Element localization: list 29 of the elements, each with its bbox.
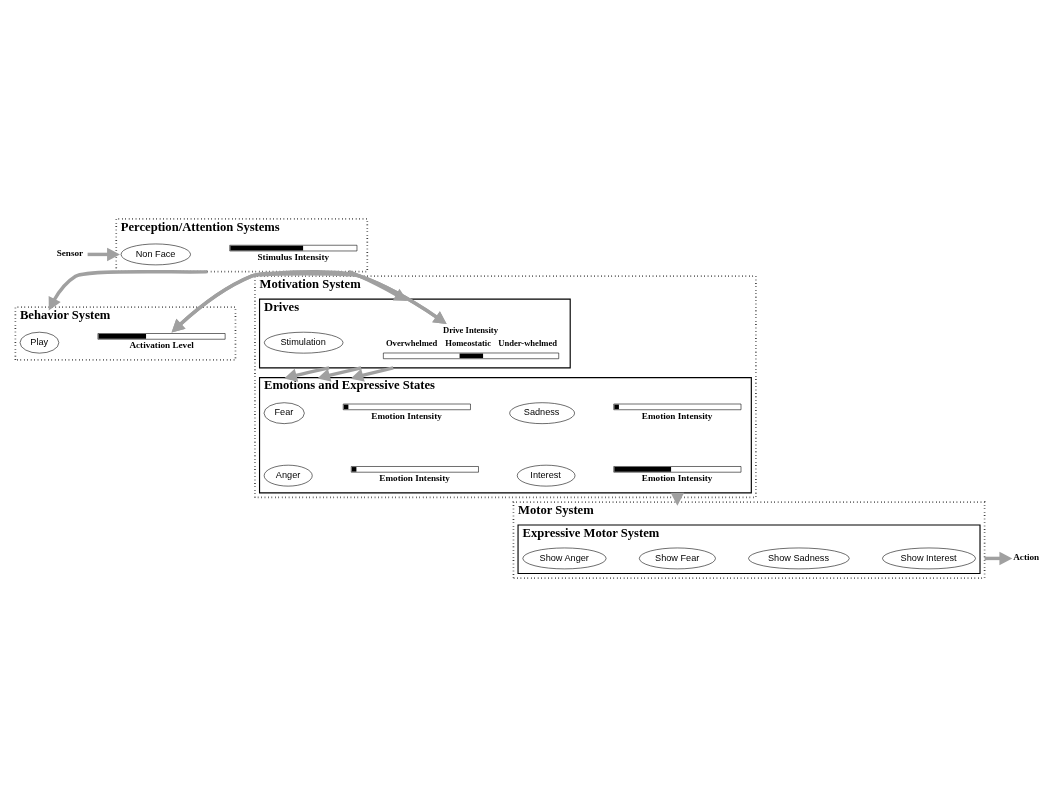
node-label: Emotion Intensity — [641, 410, 713, 421]
arrow — [87, 247, 120, 261]
node-ellipse: Show Interest — [882, 547, 976, 569]
node-label: Activation Level — [129, 339, 194, 350]
node-label: Overwhelmed — [385, 337, 438, 348]
arrow — [48, 269, 208, 310]
node-ellipse: Fear — [263, 401, 305, 424]
node-text: Action — [1013, 551, 1040, 562]
node-ellipse: Show Anger — [522, 547, 607, 569]
node-ellipse: Interest — [516, 464, 576, 486]
node-label: Homeostatic — [445, 337, 491, 348]
node-label: Emotion Intensity — [379, 472, 450, 483]
node-ellipse: Show Fear — [639, 547, 716, 569]
arrow — [317, 365, 362, 382]
node-ellipse: Show Sadness — [748, 547, 850, 569]
arrow — [284, 365, 330, 382]
node-text: Sensor — [56, 247, 84, 258]
node-ellipse: Stimulation — [264, 331, 344, 353]
node-ellipse: Anger — [263, 464, 313, 486]
node-label: Emotion Intensity — [641, 472, 713, 483]
arrow — [670, 492, 685, 506]
node-ellipse: Play — [19, 331, 60, 353]
node-label: Under-whelmed — [498, 337, 558, 348]
node-label: Emotion Intensity — [371, 410, 442, 421]
node-ellipse: Non Face — [120, 243, 191, 265]
arrow — [171, 269, 447, 332]
node-label: Stimulus Intensity — [257, 251, 330, 262]
node-ellipse: Sadness — [509, 401, 575, 424]
node-label: Drive Intensity — [442, 324, 498, 335]
